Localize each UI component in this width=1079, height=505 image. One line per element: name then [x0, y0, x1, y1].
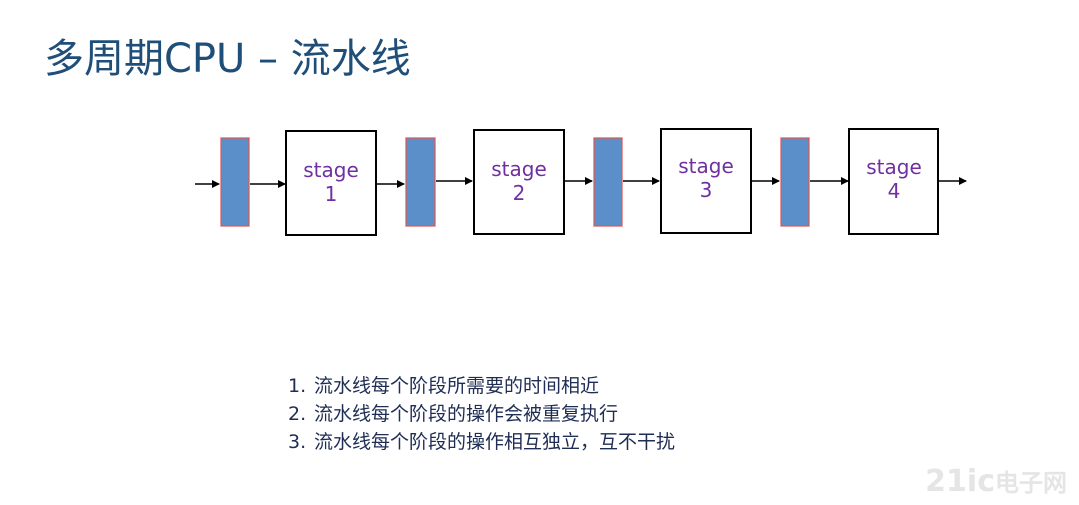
- pipeline-register: [780, 137, 810, 227]
- notes-list: 1. 流水线每个阶段所需要的时间相近 2. 流水线每个阶段的操作会被重复执行 3. 流…: [288, 372, 675, 456]
- list-number: 3.: [288, 431, 307, 453]
- stage-number: 2: [513, 181, 526, 205]
- list-text: 流水线每个阶段的操作相互独立，互不干扰: [314, 431, 676, 453]
- pipeline-register: [220, 137, 250, 227]
- watermark-sub: 电子网: [995, 469, 1067, 497]
- list-number: 1.: [288, 375, 307, 397]
- list-text: 流水线每个阶段的操作会被重复执行: [314, 403, 619, 425]
- list-item: 2. 流水线每个阶段的操作会被重复执行: [288, 400, 675, 428]
- stage-number: 1: [325, 182, 338, 206]
- list-item: 1. 流水线每个阶段所需要的时间相近: [288, 372, 675, 400]
- watermark-logo: 21ic电子网: [925, 463, 1067, 499]
- stage-box-1: stage 1: [285, 130, 377, 236]
- stage-box-4: stage 4: [848, 128, 939, 235]
- stage-number: 4: [888, 179, 901, 203]
- list-item: 3. 流水线每个阶段的操作相互独立，互不干扰: [288, 428, 675, 456]
- slide-title: 多周期CPU – 流水线: [44, 36, 411, 82]
- stage-number: 3: [700, 178, 713, 202]
- stage-label: stage: [491, 157, 547, 181]
- stage-label: stage: [303, 158, 359, 182]
- stage-box-3: stage 3: [660, 128, 752, 234]
- pipeline-register: [405, 137, 436, 227]
- list-text: 流水线每个阶段所需要的时间相近: [314, 375, 600, 397]
- list-number: 2.: [288, 403, 307, 425]
- stage-label: stage: [866, 155, 922, 179]
- stage-box-2: stage 2: [473, 129, 565, 235]
- watermark-main: 21ic: [925, 464, 995, 499]
- stage-label: stage: [678, 154, 734, 178]
- pipeline-register: [593, 137, 623, 227]
